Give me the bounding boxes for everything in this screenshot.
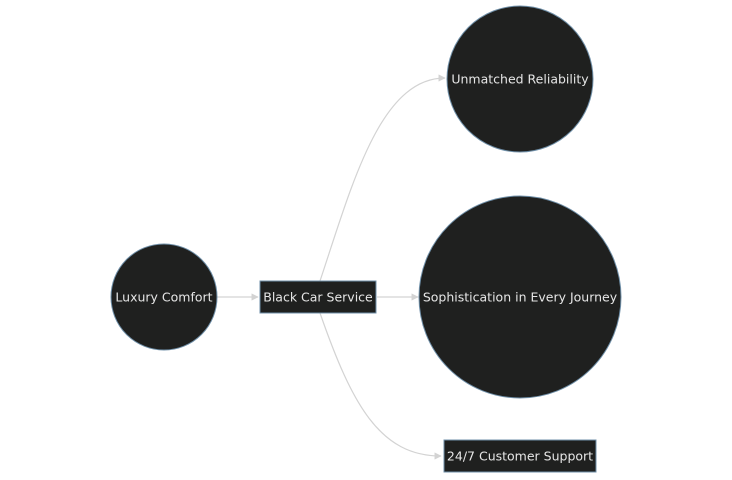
node-sophistication-label: Sophistication in Every Journey — [423, 290, 618, 305]
edge-black-to-support — [319, 312, 442, 460]
node-black-car-service-shape — [259, 280, 377, 314]
node-black-car-service-label: Black Car Service — [263, 290, 373, 305]
edge-black-to-reliability — [319, 74, 446, 282]
node-customer-support[interactable]: 24/7 Customer Support — [443, 439, 597, 473]
node-unmatched-reliability-shape — [446, 5, 594, 153]
edges — [217, 74, 446, 460]
node-sophistication[interactable]: Sophistication in Every Journey — [418, 195, 622, 399]
node-luxury-comfort-label: Luxury Comfort — [115, 290, 212, 305]
node-luxury-comfort[interactable]: Luxury Comfort — [110, 243, 218, 351]
node-black-car-service[interactable]: Black Car Service — [259, 280, 377, 314]
node-unmatched-reliability-label: Unmatched Reliability — [451, 72, 589, 87]
node-customer-support-label: 24/7 Customer Support — [447, 449, 593, 464]
node-luxury-comfort-shape — [110, 243, 218, 351]
node-customer-support-shape — [443, 439, 597, 473]
node-sophistication-shape — [418, 195, 622, 399]
node-unmatched-reliability[interactable]: Unmatched Reliability — [446, 5, 594, 153]
